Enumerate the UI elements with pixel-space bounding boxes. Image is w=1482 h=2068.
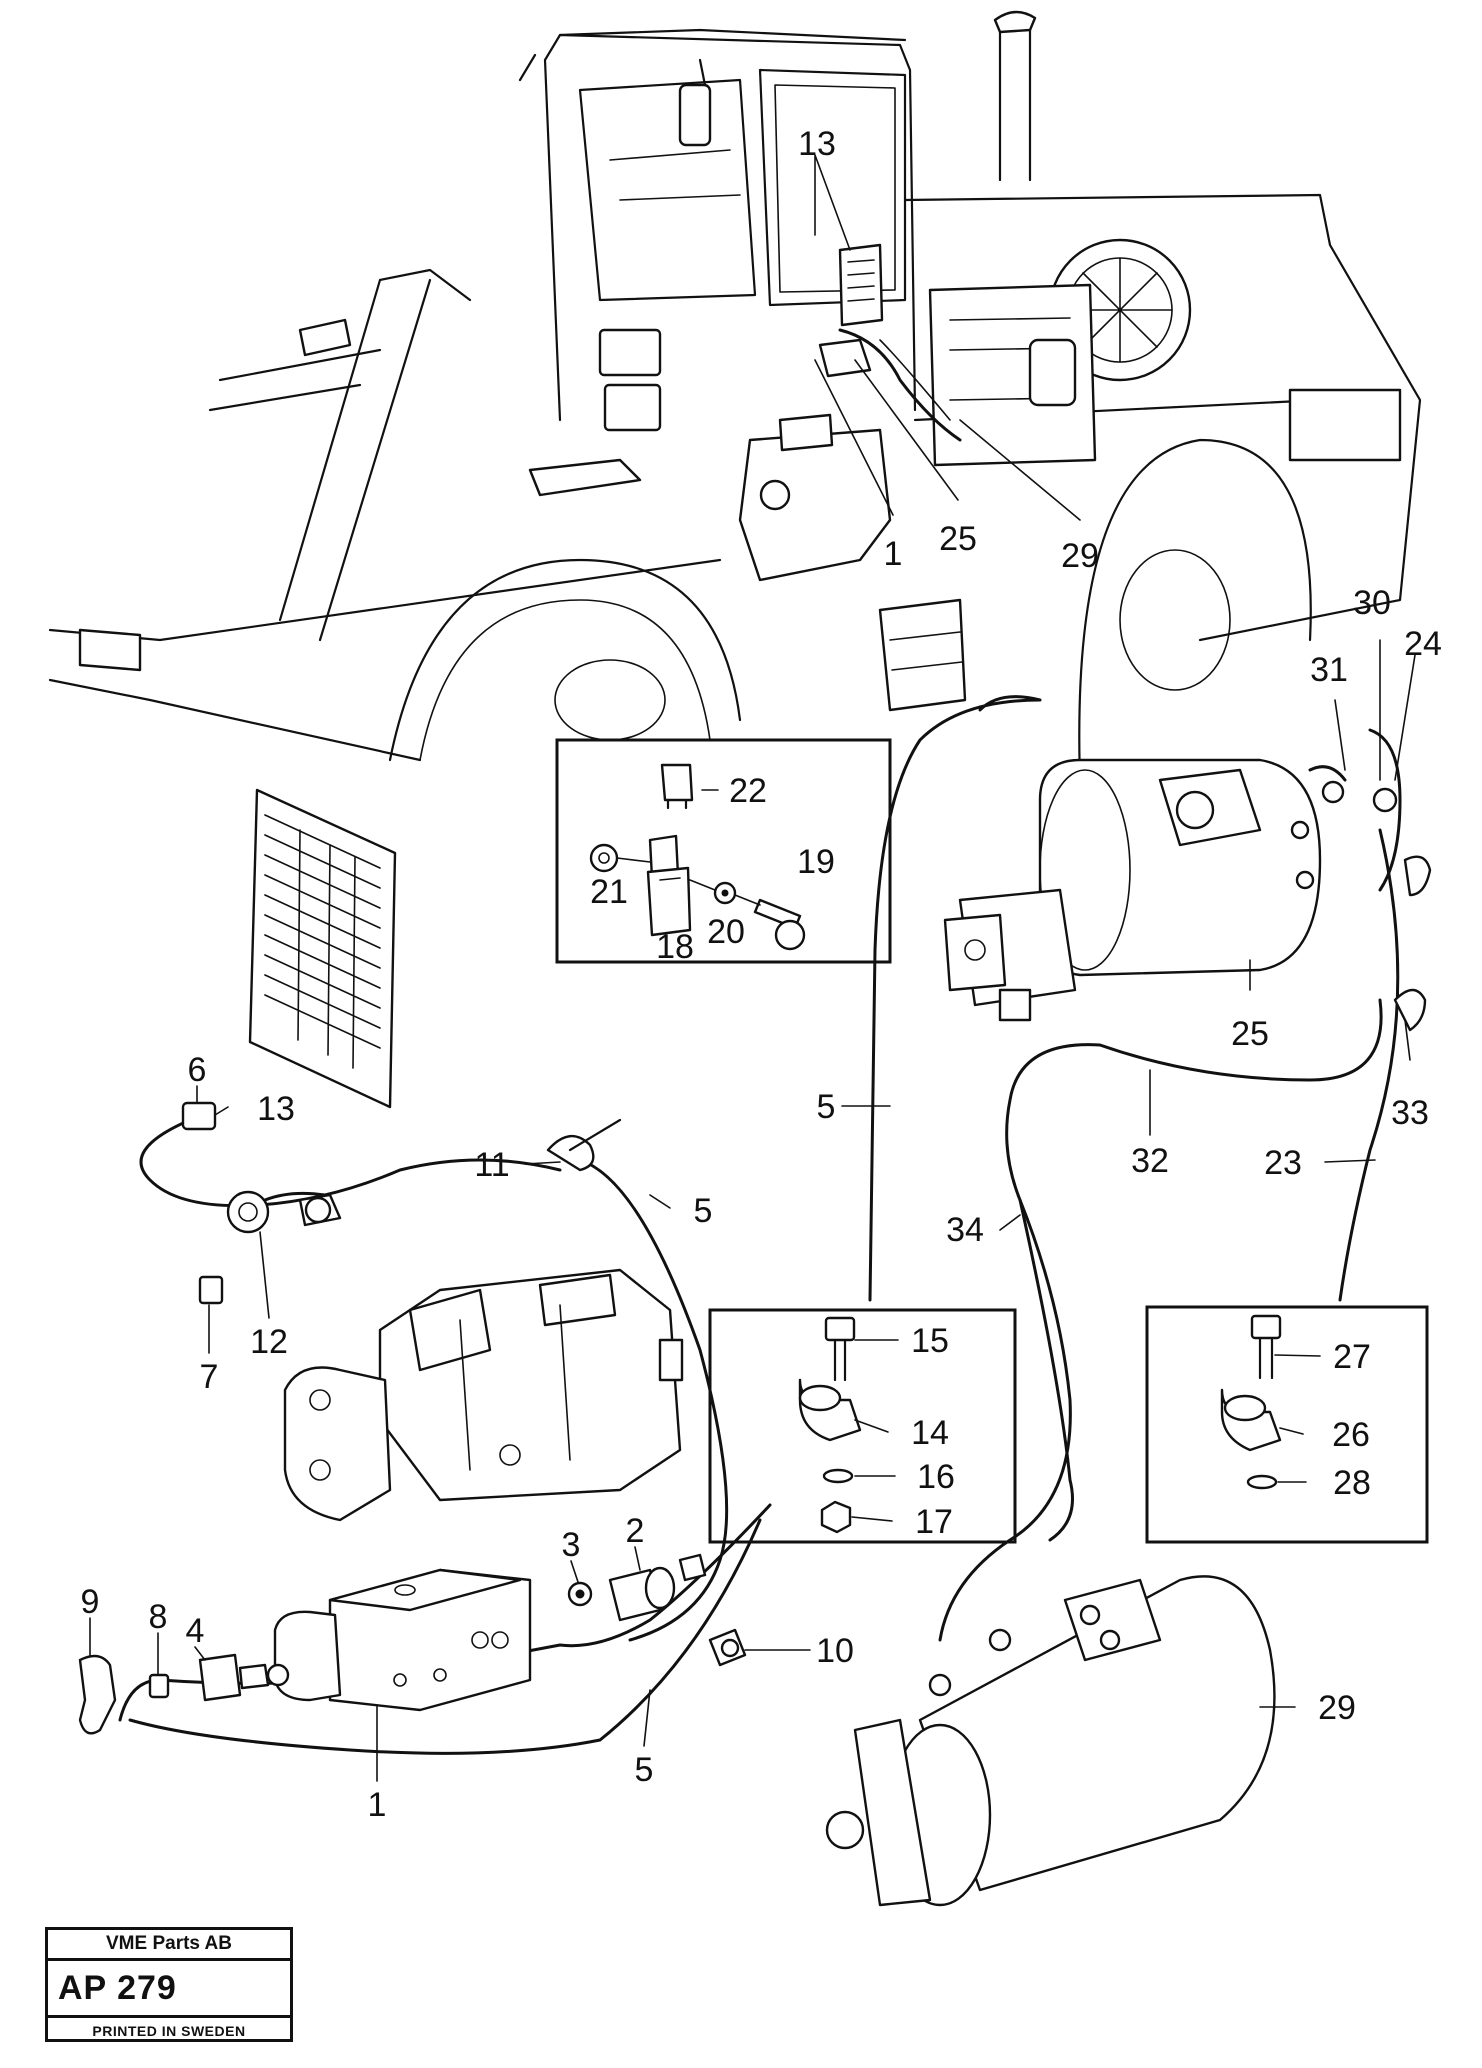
- hydraulic-pump: [283, 1268, 684, 1522]
- company-name: VME Parts AB: [48, 1930, 290, 1961]
- leader-lines: [89, 154, 1416, 1782]
- callout-33: 33: [1391, 1094, 1429, 1132]
- callout-12: 12: [250, 1323, 288, 1361]
- callout-30: 30: [1353, 584, 1391, 622]
- callout-1-bottom: 1: [368, 1786, 387, 1824]
- callout-5-right: 5: [817, 1088, 836, 1126]
- callout-21: 21: [590, 873, 628, 911]
- callout-labels: 13 1 25 29 30 24 31 22 19 21 20 18 25 6 …: [81, 125, 1442, 1824]
- callout-27: 27: [1333, 1338, 1371, 1376]
- callout-25-top: 25: [939, 520, 977, 558]
- callout-32: 32: [1131, 1142, 1169, 1180]
- callout-4: 4: [186, 1612, 205, 1650]
- callout-23: 23: [1264, 1144, 1302, 1182]
- callout-3: 3: [562, 1526, 581, 1564]
- callout-19: 19: [797, 843, 835, 881]
- callout-5-left: 5: [694, 1192, 713, 1230]
- callout-20: 20: [707, 913, 745, 951]
- callout-17: 17: [915, 1503, 953, 1541]
- callout-28: 28: [1333, 1464, 1371, 1502]
- callout-14: 14: [911, 1414, 949, 1452]
- drawing-code: AP 279: [48, 1961, 290, 2018]
- callout-16: 16: [917, 1458, 955, 1496]
- callout-25-mid: 25: [1231, 1015, 1269, 1053]
- callout-10: 10: [816, 1632, 854, 1670]
- printed-note: PRINTED IN SWEDEN: [92, 2023, 246, 2039]
- title-block: VME Parts AB AP 279 PRINTED IN SWEDEN: [45, 1927, 293, 2042]
- relay-detail-inset: [555, 738, 892, 964]
- callout-1-top: 1: [884, 535, 903, 573]
- callout-2: 2: [626, 1512, 645, 1550]
- callout-5-bottom: 5: [635, 1751, 654, 1789]
- callout-8: 8: [149, 1598, 168, 1636]
- callout-9: 9: [81, 1583, 100, 1621]
- callout-18: 18: [656, 928, 694, 966]
- wheel-loader-illustration: [48, 10, 1422, 782]
- callout-29-top: 29: [1061, 537, 1099, 575]
- alternator-unit: [943, 758, 1322, 1022]
- callout-22: 22: [729, 772, 767, 810]
- callout-7: 7: [200, 1358, 219, 1396]
- battery-clamp-inset: [708, 1308, 1017, 1544]
- callout-15: 15: [911, 1322, 949, 1360]
- callout-11: 11: [474, 1146, 509, 1184]
- valve-block-assembly: [78, 1553, 747, 1735]
- callout-26: 26: [1332, 1416, 1370, 1454]
- callout-29-bottom: 29: [1318, 1689, 1356, 1727]
- callout-34: 34: [946, 1211, 984, 1249]
- starter-motor: [825, 1575, 1276, 1907]
- callout-31: 31: [1310, 651, 1348, 689]
- callout-6: 6: [188, 1051, 207, 1089]
- decal-sheet: [248, 788, 397, 1109]
- callout-24: 24: [1404, 625, 1442, 663]
- switch-connector-parts: [181, 1101, 622, 1305]
- callout-13-mid: 13: [257, 1090, 295, 1128]
- callout-13-top: 13: [798, 125, 836, 163]
- cable-clamp-inset: [1145, 1305, 1429, 1544]
